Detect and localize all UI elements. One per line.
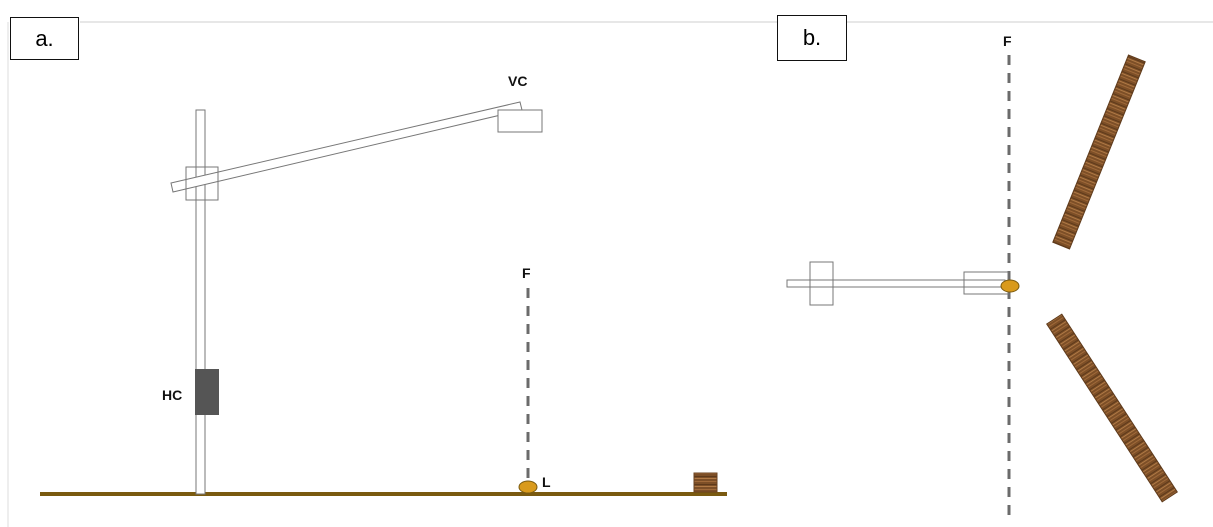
pole-clamp: [185, 166, 219, 201]
horizontal-camera: [195, 369, 219, 415]
wood-block-a: [693, 472, 718, 493]
boom-arm: [170, 101, 523, 193]
panel-a-tag: a.: [10, 17, 79, 60]
pole-clamp-top-view: [809, 261, 834, 306]
ground-line: [40, 492, 727, 496]
lure-marker-a: [518, 480, 538, 494]
vertical-camera: [497, 109, 543, 133]
label-f-a: F: [522, 265, 531, 281]
label-vc: VC: [508, 73, 527, 89]
panel-b-tag: b.: [777, 15, 847, 61]
label-f-b: F: [1003, 33, 1012, 49]
lure-marker-b: [1000, 279, 1020, 293]
top-crop: [0, 0, 1213, 6]
wood-board-upper: [1052, 54, 1146, 250]
camera-pole: [195, 109, 206, 495]
label-hc: HC: [162, 387, 182, 403]
label-l: L: [542, 474, 551, 490]
wood-board-lower: [1046, 313, 1178, 503]
boom-arm-top-view: [786, 279, 1006, 288]
